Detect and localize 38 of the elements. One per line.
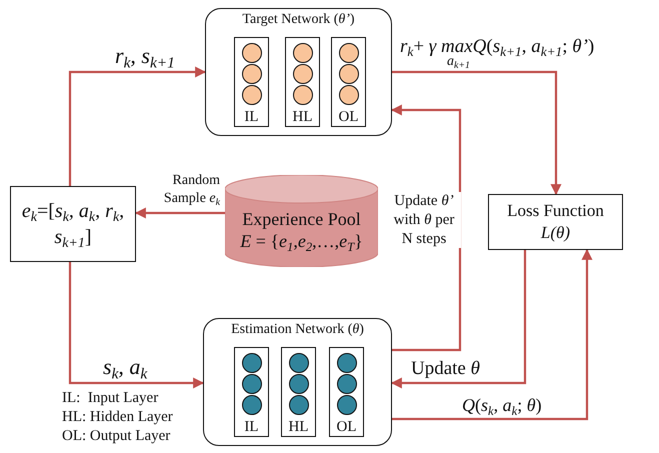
- layer-label: IL: [243, 419, 260, 436]
- layer-column: [329, 347, 364, 437]
- layer-column: [281, 347, 316, 437]
- layer-column: [331, 37, 366, 127]
- layer-label: OL: [336, 419, 358, 436]
- cylinder-title: Experience Pool: [241, 209, 362, 231]
- layer-label: OL: [338, 109, 360, 126]
- process-box: [488, 194, 623, 250]
- network-title: Estimation Network (θ): [230, 322, 365, 338]
- process-box: [10, 186, 136, 262]
- arrow: [68, 66, 206, 186]
- arrow: [134, 208, 225, 218]
- legend-note: OL: Output Layer: [62, 429, 170, 445]
- arrow: [392, 70, 562, 196]
- formula-text: E = {e$_{1}$,e$_{2}$,…,e$_{T}$}: [239, 230, 364, 252]
- box-text: Loss Function: [506, 200, 605, 222]
- edge-label: Random Sample e$_{k}$: [162, 172, 220, 208]
- network-title: Target Network (θ’): [241, 12, 356, 28]
- legend-note: IL: Input Layer: [62, 391, 158, 407]
- edge-label: Q(s$_{k}$, a$_{k}$; θ): [462, 396, 542, 415]
- arrow: [68, 262, 204, 388]
- layer-column: [234, 37, 269, 127]
- arrow: [392, 248, 592, 420]
- layer-label: HL: [288, 419, 310, 436]
- layer-label: IL: [243, 109, 260, 126]
- subscript-label: a$_{k+1}$: [447, 55, 470, 70]
- box-text: e$_{k}$=[s$_{k}$, a$_{k}$, r$_{k}$, s$_{k+1}$]: [20, 199, 126, 250]
- legend-note: HL: Hidden Layer: [62, 410, 173, 426]
- layer-label: HL: [292, 109, 314, 126]
- layer-column: [285, 37, 320, 127]
- layer-column: [234, 347, 269, 437]
- database-cylinder: [225, 175, 378, 267]
- edge-label: r$_{k}$+ γ maxQ(s$_{k+1}$, a$_{k+1}$; θ’): [400, 37, 594, 57]
- formula-text: L(θ): [540, 222, 572, 244]
- edge-label: Update θ: [411, 359, 480, 379]
- arrow: [390, 250, 526, 388]
- network-panel: [205, 8, 392, 136]
- network-panel: [203, 318, 392, 446]
